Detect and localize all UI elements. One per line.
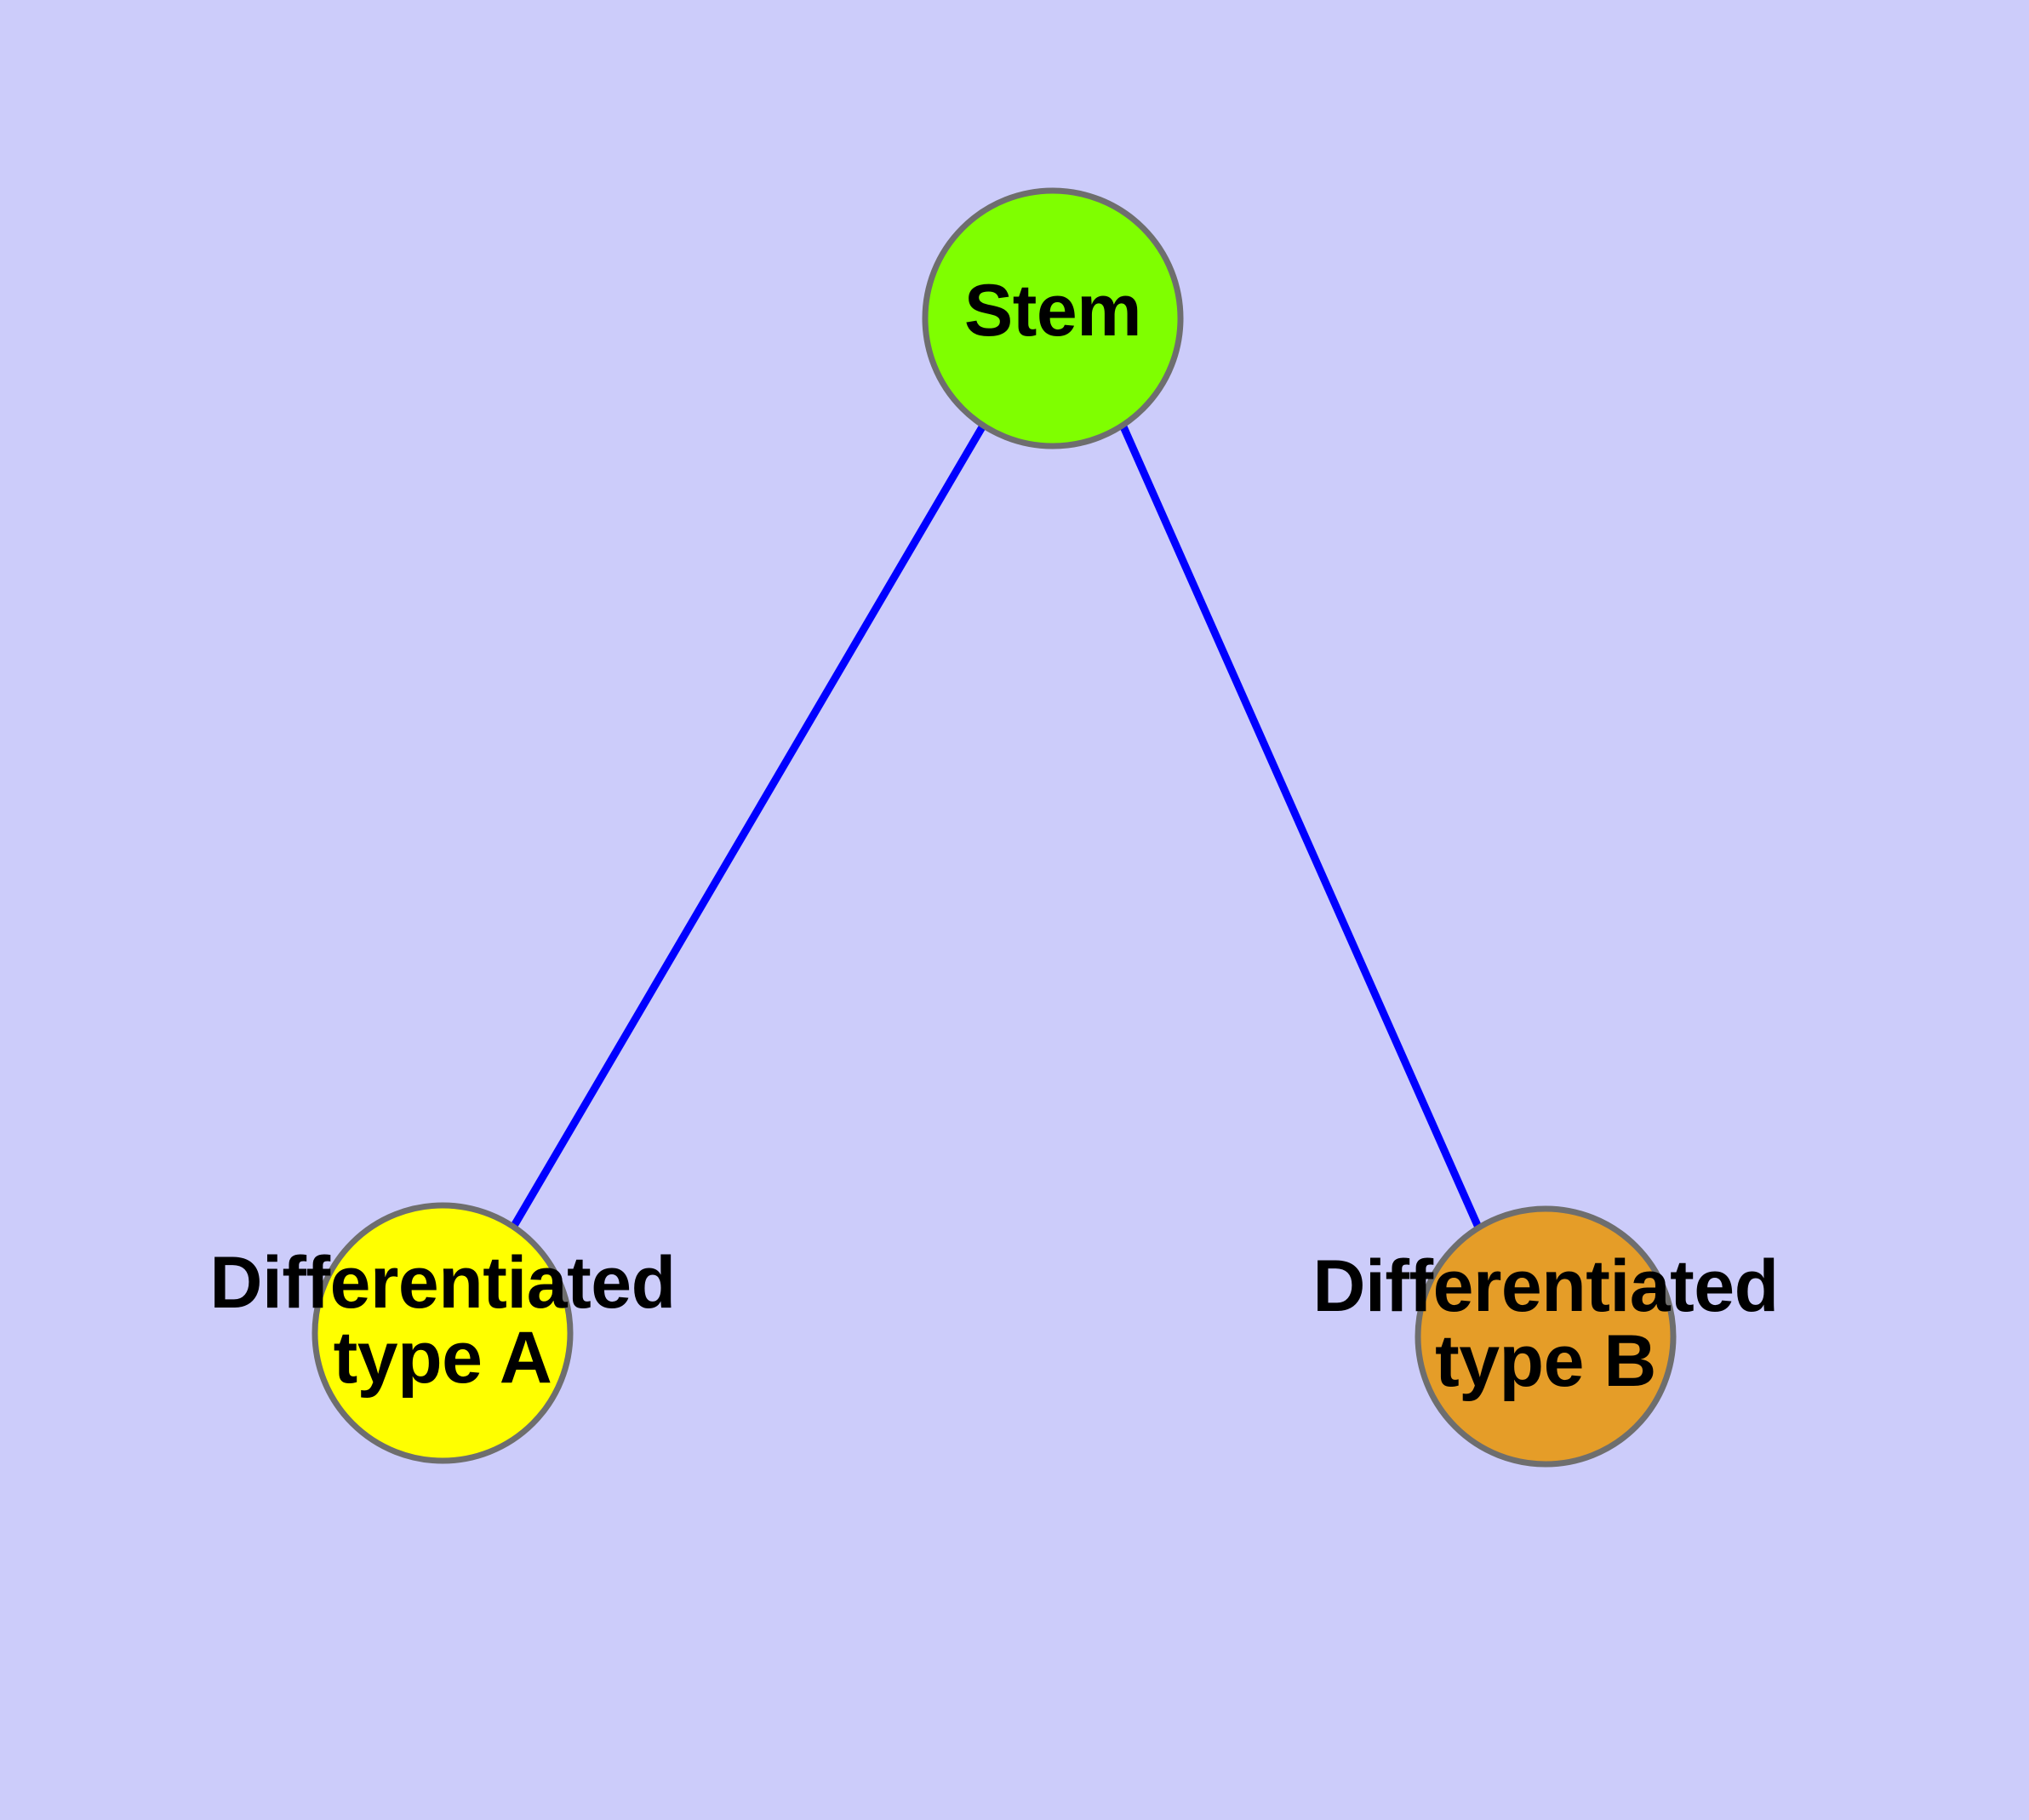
edges-group — [511, 423, 1483, 1231]
node-differentiated-type-b[interactable] — [1415, 1205, 1677, 1468]
node-stem[interactable] — [922, 187, 1184, 449]
node-differentiated-type-a[interactable] — [311, 1202, 574, 1464]
edge-stem-to-differentiated-type-a[interactable] — [511, 423, 986, 1228]
nodes-group — [311, 187, 1677, 1468]
edge-stem-to-differentiated-type-b[interactable] — [1118, 423, 1483, 1231]
